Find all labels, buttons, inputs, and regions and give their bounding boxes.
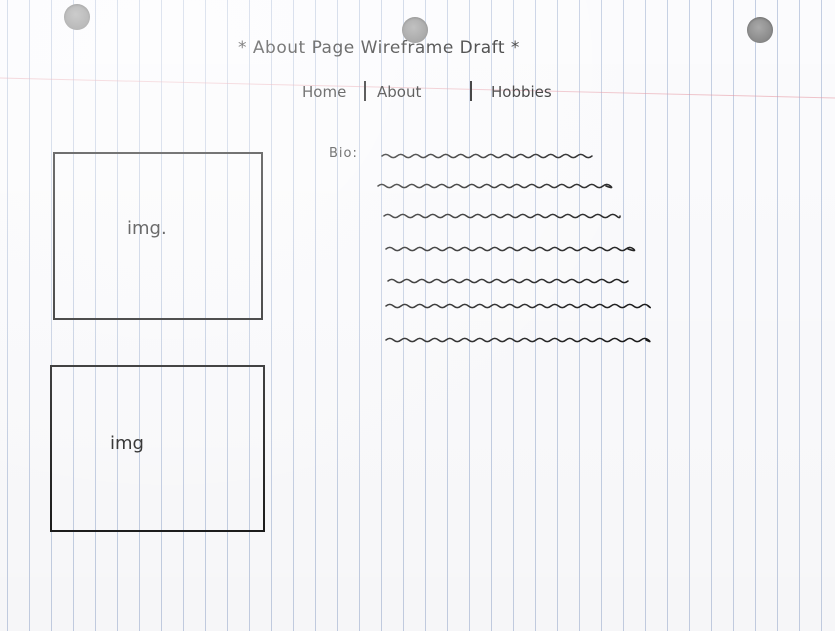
image-placeholder-label: img. — [127, 218, 167, 239]
bio-text-line — [381, 153, 593, 159]
nav-separator — [364, 81, 366, 101]
image-placeholder: img — [50, 365, 265, 532]
bio-text-line — [385, 303, 651, 309]
bio-text-line — [385, 246, 636, 252]
bio-text-line — [385, 337, 651, 343]
nav-item-home[interactable]: Home — [302, 83, 347, 101]
nav-separator — [470, 81, 472, 101]
nav-item-about[interactable]: About — [377, 83, 422, 101]
binder-hole — [747, 17, 773, 43]
bio-text-line — [387, 278, 629, 284]
binder-hole — [402, 17, 428, 43]
bio-text-line — [377, 183, 613, 189]
nav-item-hobbies[interactable]: Hobbies — [491, 83, 552, 101]
bio-label: Bio: — [329, 146, 358, 161]
bio-text-line — [383, 213, 621, 219]
image-placeholder-label: img — [110, 433, 144, 454]
bio-text-placeholder — [377, 153, 651, 343]
binder-hole — [64, 4, 90, 30]
margin-line — [0, 77, 835, 99]
image-placeholder: img. — [53, 152, 263, 320]
page-title: * About Page Wireframe Draft * — [238, 38, 520, 58]
